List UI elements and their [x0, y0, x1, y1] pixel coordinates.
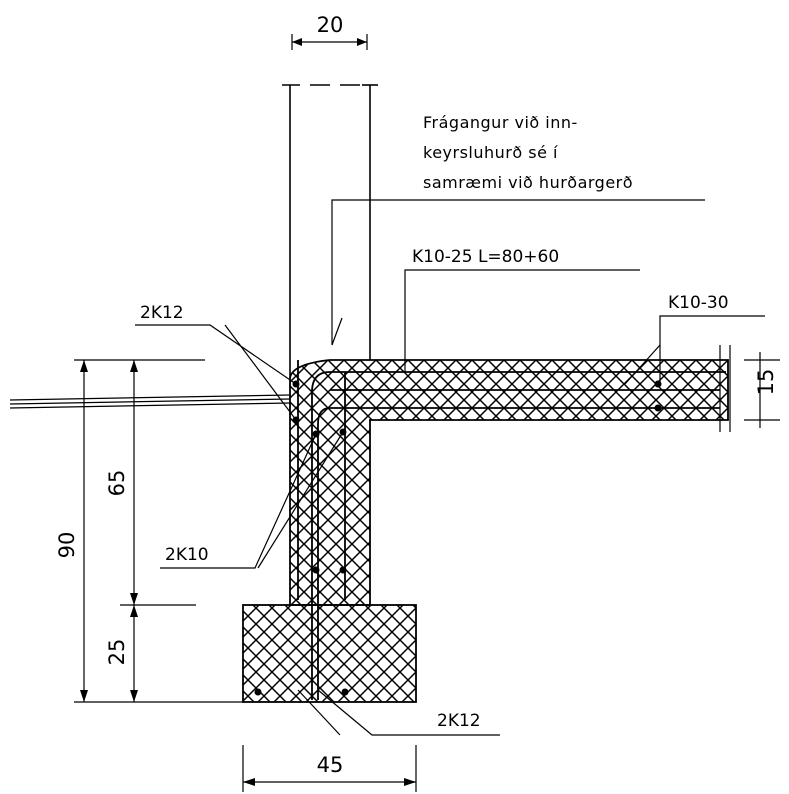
door-note: Frágangur við inn- keyrsluhurð sé í samr… [331, 113, 705, 346]
wall-bars-label: 2K10 [165, 545, 209, 565]
label-slab-main-bar: K10-25 L=80+60 [404, 247, 640, 372]
dim-total-depth-label: 90 [55, 532, 79, 559]
door-note-leader [331, 199, 705, 345]
dim-slab-thickness: 15 [719, 345, 780, 432]
door-note-line3: samræmi við hurðargerð [423, 173, 633, 192]
door-note-line2: keyrsluhurð sé í [423, 143, 558, 162]
dim-footing-width: 45 [242, 745, 417, 792]
dim-wall-thickness-label: 20 [317, 13, 344, 37]
slab-top-bar [311, 371, 726, 700]
slab-main-bar-label: K10-25 L=80+60 [412, 247, 559, 267]
dim-wall-height-label: 65 [105, 470, 129, 497]
dim-wall-thickness: 20 [291, 13, 368, 50]
slab-dist-bar-label: K10-30 [668, 293, 729, 313]
label-corner-bars: 2K12 [135, 303, 297, 421]
dim-footing-height-label: 25 [105, 639, 129, 666]
label-wall-bars: 2K10 [160, 431, 344, 569]
footing-concrete [242, 604, 417, 703]
existing-floor-lines [9, 394, 291, 409]
slab-bottom-bar [317, 407, 720, 700]
corner-bars-label: 2K12 [140, 303, 184, 323]
dim-left-stack: 90 65 25 [55, 359, 243, 703]
dim-slab-thickness-label: 15 [754, 369, 778, 396]
concrete-section [242, 359, 729, 703]
label-footing-bars: 2K12 [297, 689, 500, 736]
door-note-line1: Frágangur við inn- [423, 113, 578, 132]
footing-bars-label: 2K12 [437, 711, 481, 731]
door-frame [282, 84, 378, 378]
slab-and-wall-concrete [289, 359, 729, 606]
reinforcement [254, 360, 726, 700]
label-slab-dist-bar: K10-30 [624, 293, 765, 385]
dim-footing-width-label: 45 [317, 753, 344, 777]
